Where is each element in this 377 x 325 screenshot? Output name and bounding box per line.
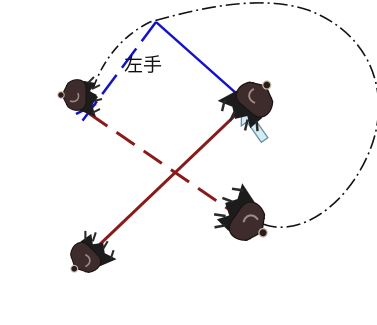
blue-solid-line bbox=[156, 22, 246, 102]
shuttlecock-icon bbox=[206, 179, 283, 255]
left-hand-label: 左手 bbox=[124, 54, 162, 76]
